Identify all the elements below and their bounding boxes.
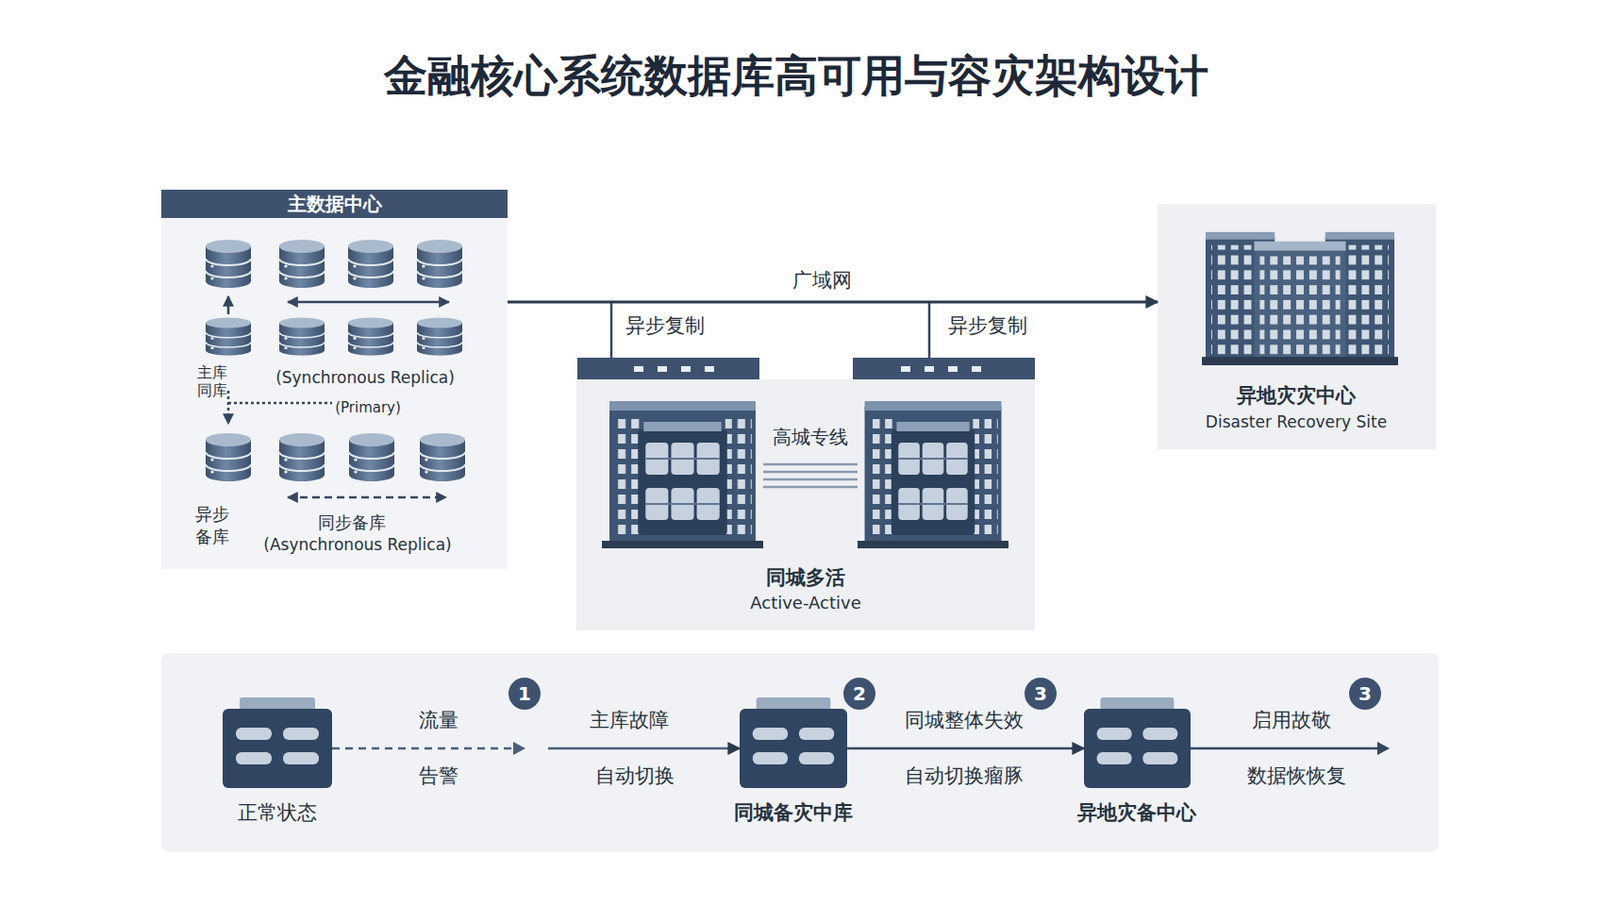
illustration-part <box>205 317 251 356</box>
illustration-part <box>279 433 325 482</box>
illustration-part <box>349 433 395 482</box>
illustration-part <box>739 697 848 788</box>
db-role-label: 异步 备库 <box>193 502 232 550</box>
illustration-part <box>287 300 450 304</box>
illustration-part <box>416 239 463 288</box>
callout-number: 3 <box>1349 677 1382 710</box>
illustration-part <box>633 366 982 372</box>
link-label: 异步复制 <box>625 314 705 338</box>
callout-number: 2 <box>843 677 876 710</box>
async-drop-lines <box>611 301 930 358</box>
illustration-part <box>900 366 911 372</box>
illustration-part <box>971 366 982 372</box>
illustration-part <box>763 470 858 474</box>
replica-label: (Asynchronous Replica) <box>263 534 451 554</box>
node-subtitle: Active-Active <box>750 592 861 614</box>
flow-band <box>161 652 1439 852</box>
callout-number: 1 <box>508 677 541 710</box>
illustration-part <box>279 239 325 288</box>
step-label: 自动切换瘤豚 <box>904 764 1024 788</box>
node-title: 异地灾备中心 <box>1077 800 1197 825</box>
callout-number: 3 <box>1024 677 1057 710</box>
step-label: 告警 <box>418 764 459 788</box>
illustration-part <box>1083 697 1191 788</box>
flow-arrow <box>332 747 740 750</box>
dr-building <box>1201 232 1399 366</box>
illustration-part <box>348 239 394 288</box>
server-icons <box>222 697 1191 788</box>
illustration-part <box>633 366 644 372</box>
db-role-label: 同库 <box>197 381 228 400</box>
replica-label: (Synchronous Replica) <box>275 367 455 387</box>
illustration-part <box>227 296 231 315</box>
illustration-part <box>287 496 447 500</box>
illustration-part <box>228 401 333 405</box>
illustration-part <box>416 317 463 356</box>
illustration-part <box>222 697 333 788</box>
link-label: 异步复制 <box>948 314 1028 338</box>
illustration-part <box>205 433 251 482</box>
replica-label: 同步备库 <box>317 512 386 534</box>
replication-arrows <box>228 296 450 498</box>
node-title: 异地灾灾中心 <box>1236 383 1356 408</box>
illustration-part <box>1377 741 1390 755</box>
illustration-part <box>857 400 1009 549</box>
illustration-part <box>657 366 667 372</box>
illustration-part <box>419 433 466 482</box>
state-node: 异地灾备中心 <box>1083 697 1191 830</box>
illustration-part <box>1190 747 1381 750</box>
illustration-part <box>279 317 325 356</box>
illustration-part <box>577 357 760 380</box>
illustration-part <box>348 317 394 356</box>
illustration-part <box>227 390 231 424</box>
node-title: 同城多活 <box>766 566 846 590</box>
db-role-label: 主库 <box>197 363 228 382</box>
step-label: 启用故敬 <box>1251 708 1332 733</box>
illustration-part <box>704 366 715 372</box>
illustration-part <box>205 239 251 288</box>
dedicated-line <box>763 464 858 487</box>
illustration-part <box>948 366 958 372</box>
network-device <box>577 357 1035 380</box>
illustration-part <box>852 357 1035 380</box>
state-node: 正常状态 <box>222 697 333 830</box>
illustration-part <box>924 366 934 372</box>
node-title: 同城备灾中库 <box>733 800 853 825</box>
link-label: 高城专线 <box>772 425 849 449</box>
replica-label: (Primary) <box>334 399 401 417</box>
illustration-part <box>928 301 932 358</box>
illustration-part <box>763 463 858 467</box>
connector-label: 广域网 <box>792 268 852 293</box>
node-subtitle: Disaster Recovery Site <box>1205 412 1387 432</box>
step-label: 同城整体失效 <box>904 708 1024 733</box>
illustration-part <box>601 400 764 549</box>
node-title: 主数据中心 <box>161 189 508 218</box>
step-label: 流量 <box>418 708 459 733</box>
diagram-title: 金融核心系统数据库高可用与容灾架构设计 <box>383 50 1209 102</box>
step-label: 主库故障 <box>589 708 669 733</box>
illustration-part <box>763 478 858 482</box>
step-label: 自动切换 <box>595 764 675 788</box>
dr-site-panel: 异地灾灾中心 Disaster Recovery Site <box>1157 203 1436 450</box>
wan-link <box>507 300 1158 304</box>
illustration-part <box>610 301 614 358</box>
active-active-panel: 同城多活Active-Active <box>576 379 1035 631</box>
illustration-part <box>763 485 858 489</box>
illustration-part <box>681 366 691 372</box>
flow-arrow <box>847 747 1084 750</box>
data-center-buildings <box>601 400 1009 549</box>
arrow-head <box>513 741 526 755</box>
state-node: 同城备灾中库 <box>739 697 848 830</box>
node-title: 正常状态 <box>237 800 317 825</box>
database-icons <box>205 239 466 482</box>
step-label: 数据恢恢复 <box>1247 764 1347 788</box>
recovery-arrow <box>1190 741 1390 755</box>
